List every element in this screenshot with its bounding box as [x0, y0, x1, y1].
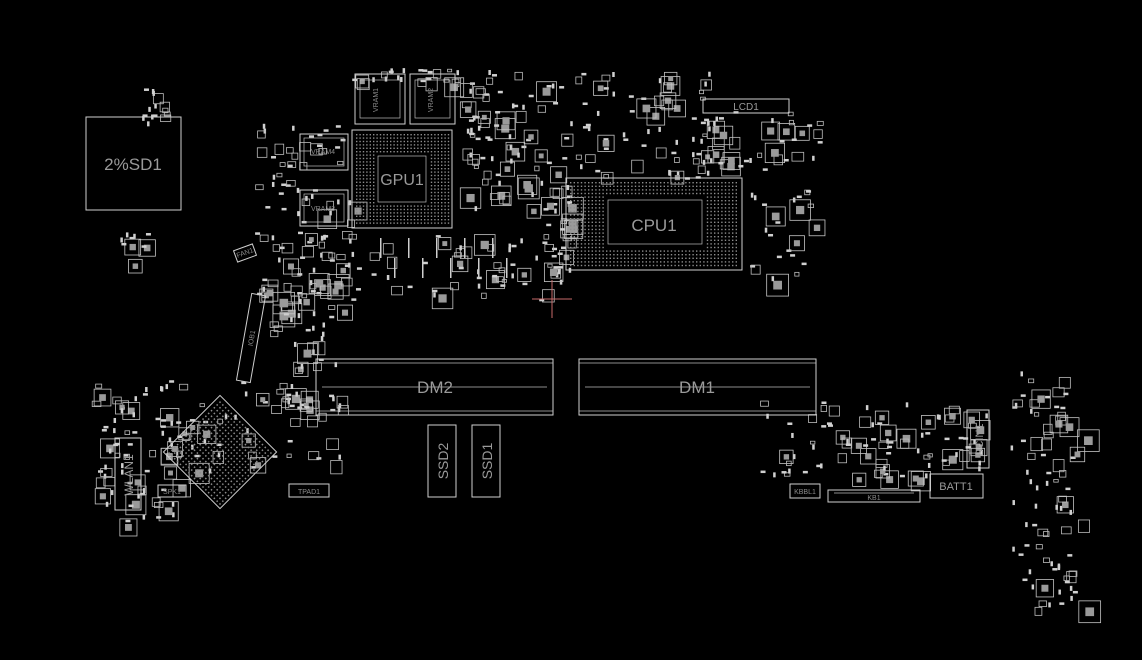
- vram2-chip[interactable]: VRAM2: [409, 73, 456, 125]
- vram4-label: VRAM4: [311, 149, 335, 156]
- dm2-label: DM2: [417, 378, 453, 397]
- ssd2-label: SSD2: [435, 443, 451, 480]
- dm1-label: DM1: [679, 378, 715, 397]
- kbbl-connector[interactable]: KBBL1: [789, 483, 821, 499]
- ssd1-connector[interactable]: SSD1: [471, 424, 501, 498]
- wlan-connector[interactable]: WLAN1: [114, 437, 142, 511]
- lcd-label: LCD1: [733, 102, 759, 113]
- crosshair-cursor: [532, 280, 572, 318]
- lcd-connector[interactable]: LCD1: [702, 98, 790, 114]
- small-component-field: [91, 68, 1102, 624]
- gpu-chip[interactable]: GPU1: [351, 129, 453, 229]
- sd-slot[interactable]: 2%SD1: [85, 116, 182, 211]
- spk-connector[interactable]: SPK1: [157, 484, 187, 498]
- vram3-label: VRAM3: [311, 206, 335, 213]
- vram1-label: VRAM1: [373, 88, 380, 112]
- iob-label: IOB1: [248, 330, 258, 347]
- battery-connector[interactable]: BATT1: [929, 473, 984, 499]
- dcin-label: DCIN1: [974, 423, 986, 456]
- kbbl-label: KBBL1: [794, 489, 816, 496]
- cpu-chip[interactable]: CPU1: [565, 177, 743, 271]
- fan-connector[interactable]: FAN1: [232, 243, 258, 263]
- dimm-slot-dm1[interactable]: DM1: [578, 358, 817, 416]
- sd-slot-label: 2%SD1: [104, 155, 162, 174]
- iob-connector[interactable]: IOB1: [235, 292, 267, 384]
- wlan-label: WLAN1: [122, 454, 136, 496]
- ssd1-label: SSD1: [479, 443, 495, 480]
- vram4-chip[interactable]: VRAM4: [299, 133, 349, 171]
- spk-label: SPK1: [163, 489, 181, 496]
- dimm-slot-dm2[interactable]: DM2: [315, 358, 554, 416]
- vram1-chip[interactable]: VRAM1: [354, 73, 406, 125]
- kb-connector[interactable]: KB1: [827, 489, 921, 503]
- ssd2-connector[interactable]: SSD2: [427, 424, 457, 498]
- batt-label: BATT1: [939, 481, 972, 493]
- tpad-label: TPAD1: [298, 489, 320, 496]
- vram2-label: VRAM2: [428, 88, 435, 112]
- dcin-connector[interactable]: DCIN1: [966, 409, 990, 469]
- cpu-label: CPU1: [631, 216, 676, 235]
- vram3-chip[interactable]: VRAM3: [299, 189, 349, 227]
- gpu-label: GPU1: [380, 172, 424, 189]
- kb-label: KB1: [867, 495, 880, 502]
- tpad-connector[interactable]: TPAD1: [288, 483, 330, 498]
